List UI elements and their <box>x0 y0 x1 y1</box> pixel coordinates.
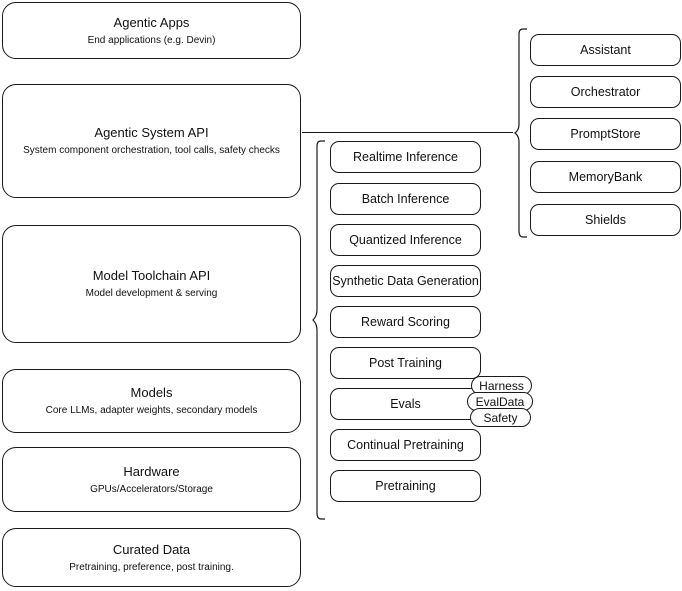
eval-tag-label: EvalData <box>475 394 525 409</box>
system-component-box-assistant[interactable]: Assistant <box>530 34 681 66</box>
component-label: Synthetic Data Generation <box>332 274 479 288</box>
layer-title: Hardware <box>123 463 180 479</box>
system-component-label: Orchestrator <box>570 85 641 99</box>
component-label: Batch Inference <box>361 192 450 206</box>
layer-title: Curated Data <box>112 541 191 557</box>
layer-title: Agentic Apps <box>113 14 190 30</box>
layer-subtitle: Model development & serving <box>85 288 218 299</box>
layer-subtitle: Core LLMs, adapter weights, secondary mo… <box>45 405 258 416</box>
layer-title: Agentic System API <box>94 125 209 140</box>
layer-box-hardware[interactable]: Hardware GPUs/Accelerators/Storage <box>2 447 301 512</box>
system-component-box-promptstore[interactable]: PromptStore <box>530 118 681 150</box>
connector-line-system-api-to-components <box>302 132 513 133</box>
component-box-quantized-inference[interactable]: Quantized Inference <box>330 224 481 256</box>
layer-box-agentic-system-api[interactable]: Agentic System API System component orch… <box>2 84 301 198</box>
layer-box-model-toolchain-api[interactable]: Model Toolchain API Model development & … <box>2 225 301 343</box>
component-box-continual-pretraining[interactable]: Continual Pretraining <box>330 429 481 461</box>
system-component-label: Assistant <box>580 43 631 57</box>
component-label: Continual Pretraining <box>347 438 464 452</box>
component-label: Evals <box>390 397 421 411</box>
component-box-reward-scoring[interactable]: Reward Scoring <box>330 306 481 338</box>
component-label: Reward Scoring <box>361 315 450 329</box>
component-box-batch-inference[interactable]: Batch Inference <box>330 183 481 215</box>
component-box-synthetic-data-generation[interactable]: Synthetic Data Generation <box>330 265 481 297</box>
system-component-box-memorybank[interactable]: MemoryBank <box>530 161 681 193</box>
layer-box-agentic-apps[interactable]: Agentic Apps End applications (e.g. Devi… <box>2 2 301 59</box>
component-box-realtime-inference[interactable]: Realtime Inference <box>330 141 481 173</box>
bracket-system-components <box>514 28 527 238</box>
component-label: Pretraining <box>375 479 436 493</box>
bracket-toolchain-components <box>312 140 325 520</box>
eval-tag-label: Harness <box>479 378 524 393</box>
component-label: Realtime Inference <box>353 150 458 164</box>
layer-title: Models <box>130 385 173 400</box>
system-component-label: PromptStore <box>570 127 641 141</box>
eval-tag-label: Safety <box>483 410 518 425</box>
component-box-pretraining[interactable]: Pretraining <box>330 470 481 502</box>
component-label: Quantized Inference <box>349 233 462 247</box>
layer-box-models[interactable]: Models Core LLMs, adapter weights, secon… <box>2 369 301 433</box>
component-label: Post Training <box>369 356 442 370</box>
layer-subtitle: Pretraining, preference, post training. <box>69 561 234 573</box>
eval-tag-evaldata[interactable]: EvalData <box>467 392 533 411</box>
system-component-label: MemoryBank <box>568 170 643 184</box>
layer-subtitle: End applications (e.g. Devin) <box>87 34 216 46</box>
system-component-label: Shields <box>585 213 626 227</box>
eval-tag-safety[interactable]: Safety <box>470 408 531 427</box>
layer-title: Model Toolchain API <box>92 268 211 283</box>
layer-subtitle: GPUs/Accelerators/Storage <box>90 483 213 495</box>
layer-subtitle: System component orchestration, tool cal… <box>23 145 280 156</box>
component-box-post-training[interactable]: Post Training <box>330 347 481 379</box>
layer-box-curated-data[interactable]: Curated Data Pretraining, preference, po… <box>2 528 301 587</box>
system-component-box-orchestrator[interactable]: Orchestrator <box>530 76 681 108</box>
component-box-evals[interactable]: Evals <box>330 388 481 420</box>
system-component-box-shields[interactable]: Shields <box>530 204 681 236</box>
